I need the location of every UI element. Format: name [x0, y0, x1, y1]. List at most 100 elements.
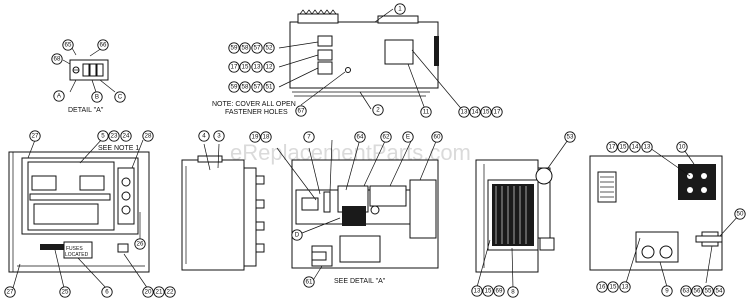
callout-17b: 17 — [491, 106, 503, 118]
callouts: 65 66 68 A B C 1 59 58 57 52 17 15 13 12… — [4, 3, 746, 298]
callout-27a: 27 — [29, 130, 41, 142]
svg-text:D: D — [295, 232, 300, 239]
svg-text:51: 51 — [266, 84, 273, 91]
svg-text:7: 7 — [307, 134, 311, 141]
callout-13e: 13 — [619, 281, 631, 293]
callout-28: 28 — [142, 130, 154, 142]
svg-text:50: 50 — [737, 211, 744, 218]
svg-text:59: 59 — [231, 84, 238, 91]
callout-12: 12 — [263, 61, 275, 73]
heatsink-view-enclosure — [475, 159, 555, 273]
svg-text:69: 69 — [496, 288, 503, 295]
callout-55: 55 — [702, 285, 714, 297]
callout-16: 16 — [596, 281, 608, 293]
top-view-enclosure — [289, 9, 439, 97]
svg-text:10: 10 — [679, 144, 686, 151]
callout-22: 22 — [164, 286, 176, 298]
svg-text:12: 12 — [266, 64, 273, 71]
svg-text:13: 13 — [644, 144, 651, 151]
svg-text:8: 8 — [511, 289, 515, 296]
front-view-leaders — [12, 137, 149, 290]
svg-text:16: 16 — [599, 284, 606, 291]
callout-57a: 57 — [251, 42, 263, 54]
svg-text:5: 5 — [101, 133, 105, 140]
callout-15d: 15 — [617, 141, 629, 153]
svg-text:28: 28 — [145, 133, 152, 140]
svg-text:58: 58 — [242, 84, 249, 91]
callout-53: 53 — [564, 131, 576, 143]
svg-text:9: 9 — [665, 288, 669, 295]
note-cover-line2: FASTENER HOLES — [225, 109, 288, 116]
callout-60: 60 — [431, 131, 443, 143]
callout-A: A — [53, 90, 65, 102]
svg-text:3: 3 — [217, 133, 221, 140]
callout-63: 63 — [680, 285, 692, 297]
callout-21: 21 — [153, 286, 165, 298]
svg-text:54: 54 — [716, 288, 723, 295]
callout-25: 25 — [59, 286, 71, 298]
callout-18: 18 — [260, 131, 272, 143]
svg-text:68: 68 — [54, 56, 61, 63]
callout-2: 2 — [372, 104, 384, 116]
callout-27b: 27 — [4, 286, 16, 298]
callout-59a: 59 — [228, 42, 240, 54]
callout-57b: 57 — [251, 81, 263, 93]
svg-text:66: 66 — [100, 42, 107, 49]
see-detail-a: SEE DETAIL "A" — [334, 278, 386, 285]
svg-text:27: 27 — [32, 133, 39, 140]
svg-text:53: 53 — [567, 134, 574, 141]
interior-view-leaders — [276, 138, 438, 283]
callout-26: 26 — [134, 238, 146, 250]
svg-text:17: 17 — [231, 64, 238, 71]
svg-text:52: 52 — [266, 45, 273, 52]
svg-text:58: 58 — [242, 45, 249, 52]
callout-17a: 17 — [228, 61, 240, 73]
callout-13a: 13 — [251, 61, 263, 73]
callout-13c: 13 — [471, 285, 483, 297]
svg-text:13: 13 — [461, 109, 468, 116]
detail-a-caption: DETAIL "A" — [68, 107, 104, 114]
svg-text:55: 55 — [705, 288, 712, 295]
callout-14b: 14 — [629, 141, 641, 153]
svg-text:26: 26 — [137, 241, 144, 248]
callout-20: 20 — [142, 286, 154, 298]
callout-6: 6 — [101, 286, 113, 298]
callout-1: 1 — [394, 3, 406, 15]
side-view-enclosure — [181, 143, 265, 271]
callout-50: 50 — [734, 208, 746, 220]
svg-text:4: 4 — [202, 133, 206, 140]
callout-61: 61 — [303, 276, 315, 288]
callout-56: 56 — [691, 285, 703, 297]
callout-4: 4 — [198, 130, 210, 142]
callout-66: 66 — [97, 39, 109, 51]
svg-text:27: 27 — [7, 289, 14, 296]
callout-7: 7 — [303, 131, 315, 143]
callout-B: B — [91, 91, 103, 103]
callout-D: D — [291, 229, 303, 241]
front-view-enclosure — [8, 151, 150, 273]
callout-64: 64 — [354, 131, 366, 143]
callout-17c: 17 — [606, 141, 618, 153]
callout-59b: 59 — [228, 81, 240, 93]
detail-a-terminal-block — [62, 47, 116, 93]
svg-text:56: 56 — [694, 288, 701, 295]
callout-15e: 15 — [607, 281, 619, 293]
svg-text:18: 18 — [263, 134, 270, 141]
callout-9: 9 — [661, 285, 673, 297]
callout-13b: 13 — [458, 106, 470, 118]
callout-52: 52 — [263, 42, 275, 54]
svg-text:65: 65 — [65, 42, 72, 49]
svg-text:13: 13 — [254, 64, 261, 71]
callout-15a: 15 — [239, 61, 251, 73]
callout-62: 62 — [380, 131, 392, 143]
callout-14a: 14 — [469, 106, 481, 118]
svg-text:57: 57 — [254, 45, 261, 52]
callout-19: 19 — [249, 131, 261, 143]
svg-text:15: 15 — [620, 144, 627, 151]
callout-23: 23 — [108, 130, 120, 142]
svg-text:17: 17 — [609, 144, 616, 151]
svg-text:62: 62 — [383, 134, 390, 141]
svg-text:63: 63 — [683, 288, 690, 295]
